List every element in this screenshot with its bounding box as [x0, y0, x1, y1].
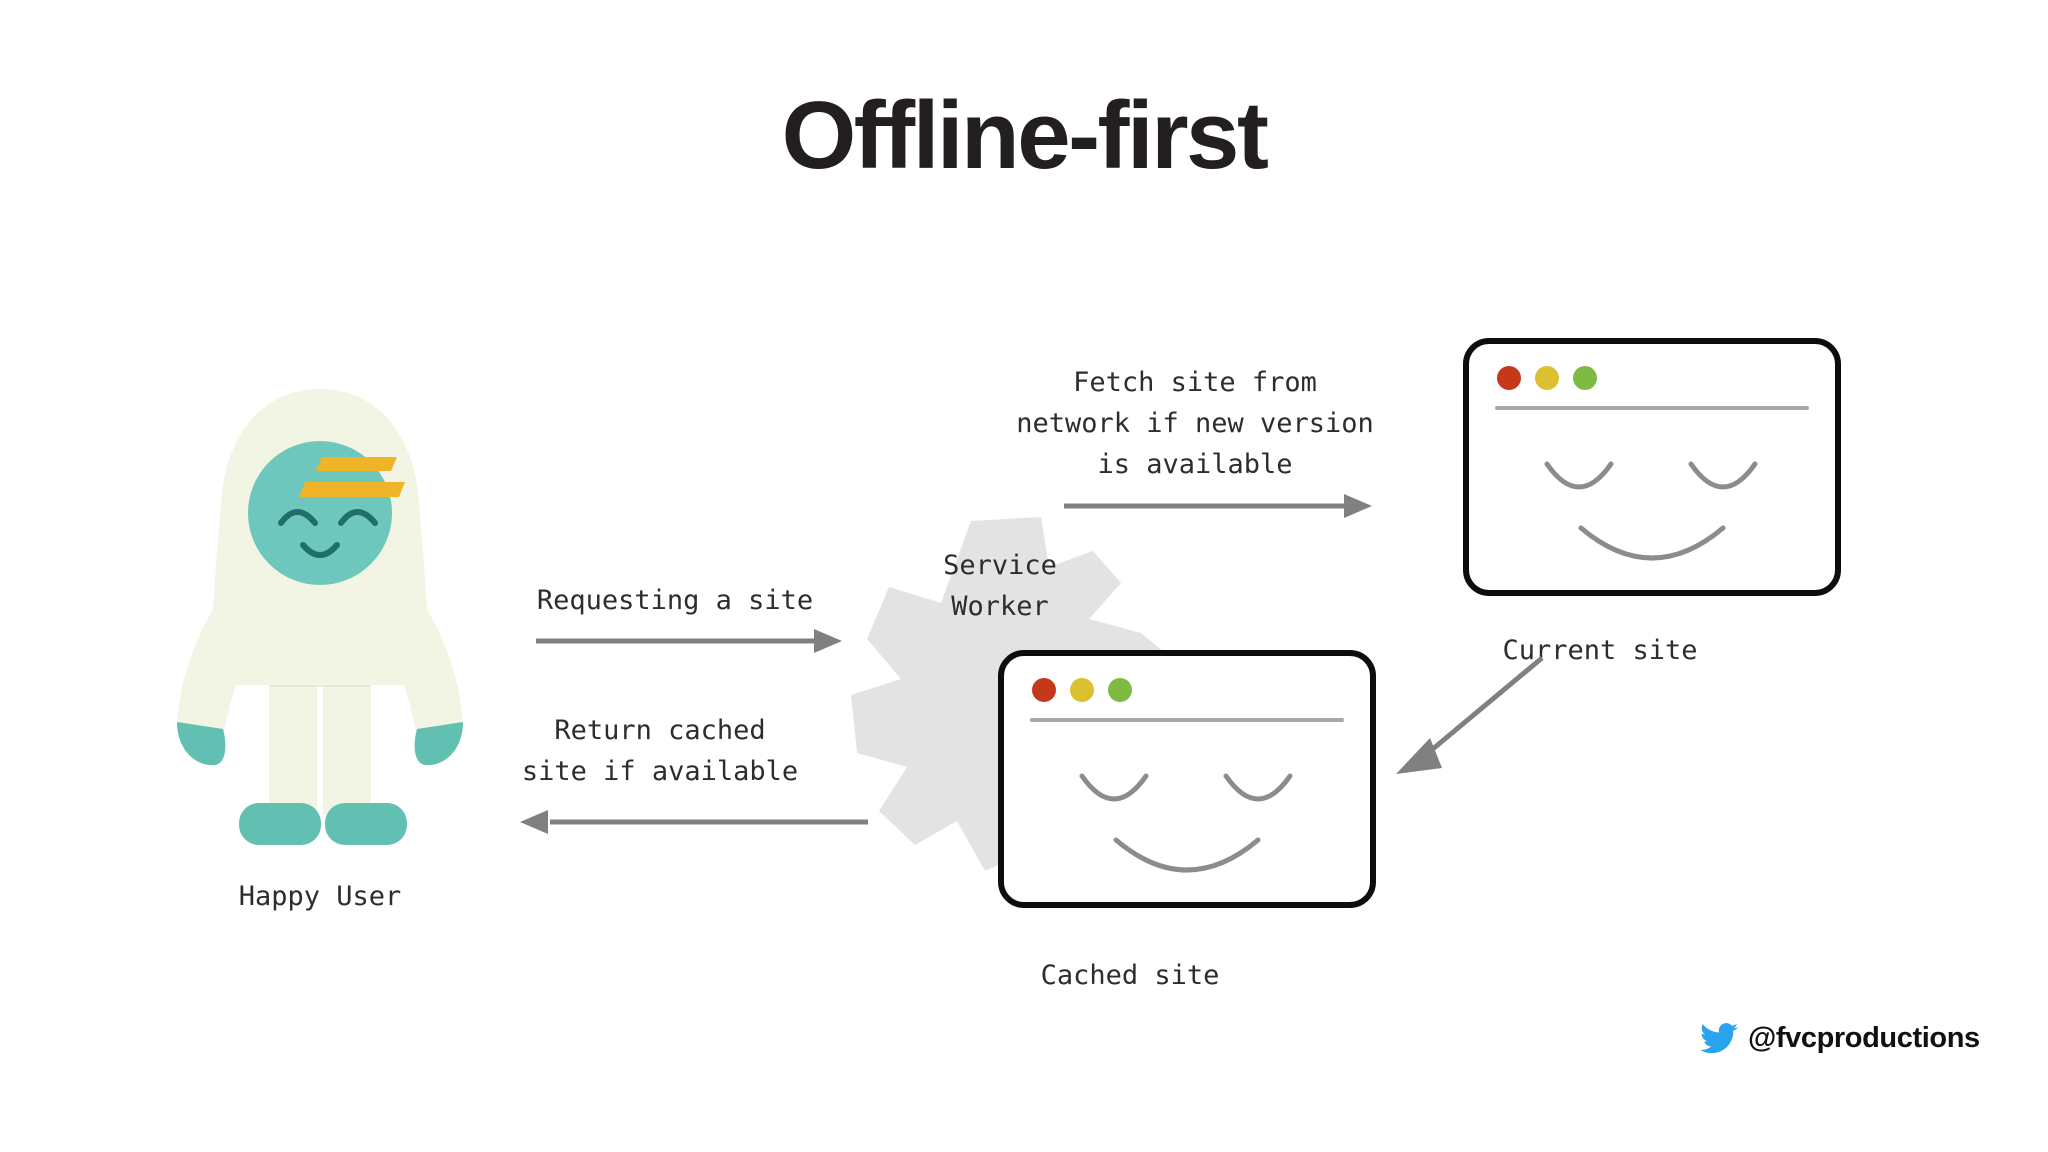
happy-user-label: Happy User: [238, 881, 402, 912]
return-line2: site if available: [521, 756, 799, 787]
request-flow-label: Requesting a site: [536, 585, 814, 616]
update-cache-arrow: [1396, 656, 1544, 774]
return-line1: Return cached: [554, 715, 766, 746]
maximize-dot-icon[interactable]: [1573, 366, 1597, 390]
fetch-line3: is available: [1097, 449, 1293, 480]
current-site-caption: Current site: [1502, 635, 1698, 666]
fetch-flow-label: Fetch site from network if new version is …: [985, 362, 1405, 485]
close-dot-icon[interactable]: [1497, 366, 1521, 390]
address-bar-rule: [1495, 406, 1809, 410]
twitter-bird-icon: [1700, 1022, 1738, 1053]
browser-window-current-site[interactable]: [1463, 338, 1841, 596]
cached-site-caption: Cached site: [1040, 960, 1220, 991]
return-flow-label: Return cached site if available: [490, 710, 830, 792]
return-flow-arrow: [520, 810, 868, 834]
close-dot-icon[interactable]: [1032, 678, 1056, 702]
address-bar-rule: [1030, 718, 1344, 722]
twitter-credit[interactable]: @fvcproductions: [1700, 1022, 1980, 1055]
fetch-flow-arrow: [1064, 494, 1372, 518]
browser-window-cached-site[interactable]: [998, 650, 1376, 908]
minimize-dot-icon[interactable]: [1070, 678, 1094, 702]
request-flow-arrow: [536, 629, 842, 653]
window-controls-current[interactable]: [1497, 366, 1597, 390]
service-worker-line1: Service: [943, 550, 1057, 581]
happy-user-avatar: [177, 389, 463, 845]
service-worker-line2: Worker: [951, 591, 1049, 622]
twitter-handle-text: @fvcproductions: [1748, 1022, 1980, 1054]
smiling-face-icon: [1544, 461, 1758, 561]
fetch-line2: network if new version: [1016, 408, 1374, 439]
minimize-dot-icon[interactable]: [1535, 366, 1559, 390]
fetch-line1: Fetch site from: [1073, 367, 1317, 398]
window-controls-cached[interactable]: [1032, 678, 1132, 702]
maximize-dot-icon[interactable]: [1108, 678, 1132, 702]
page-title: Offline-first: [781, 82, 1269, 189]
smiling-face-icon: [1079, 773, 1293, 873]
